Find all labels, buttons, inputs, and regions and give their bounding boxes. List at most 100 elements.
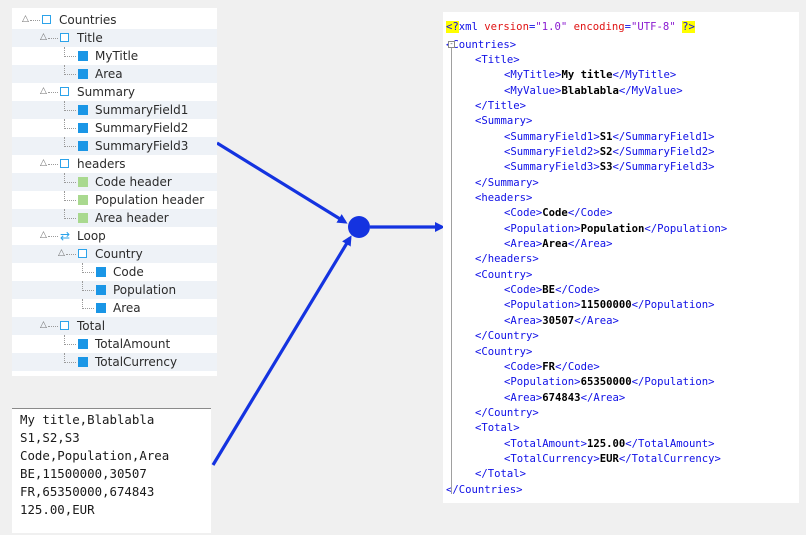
field-node-icon xyxy=(78,69,88,79)
tree-row-country[interactable]: △Country xyxy=(12,245,217,263)
tree-connector xyxy=(64,56,76,57)
xml-close-tag: Countries xyxy=(458,483,517,496)
expand-toggle-icon[interactable]: △ xyxy=(40,230,47,240)
xml-text-value: FR xyxy=(542,360,556,373)
tree-connector xyxy=(64,362,76,363)
tree-row-code[interactable]: Code xyxy=(12,263,217,281)
xml-close-tag: Code xyxy=(580,207,607,220)
tree-connector xyxy=(64,146,76,147)
group-node-icon xyxy=(42,15,51,24)
tree-node-label: Code xyxy=(113,265,144,279)
xml-text-value: 65350000 xyxy=(580,376,632,389)
tree-node-label: Population xyxy=(113,283,177,297)
tree-row-area[interactable]: Area xyxy=(12,299,217,317)
xml-close-tag: MyValue xyxy=(631,84,677,97)
xml-line: <Code>Code</Code> xyxy=(504,207,613,220)
field-node-icon xyxy=(96,267,106,277)
tree-row-loop[interactable]: △⇄Loop xyxy=(12,227,217,245)
xml-close-tag: Code xyxy=(567,284,594,297)
csv-line: FR,65350000,674843 xyxy=(20,484,155,499)
tree-row-area-header[interactable]: Area header xyxy=(12,209,217,227)
expand-toggle-icon[interactable]: △ xyxy=(40,320,47,330)
xml-line: <Area>674843</Area> xyxy=(504,391,626,404)
xml-line: <Country> xyxy=(475,345,533,358)
tree-row-headers[interactable]: △headers xyxy=(12,155,217,173)
tree-connector xyxy=(64,173,65,183)
xml-close-tag: MyTitle xyxy=(625,69,670,82)
xml-line: <SummaryField3>S3</SummaryField3> xyxy=(504,161,715,174)
tree-node-label: Summary xyxy=(77,85,135,99)
xml-line: </Total> xyxy=(475,468,527,481)
xml-close-tag: Area xyxy=(593,391,619,404)
tree-connector xyxy=(64,74,76,75)
tree-connector xyxy=(48,236,58,237)
expand-toggle-icon[interactable]: △ xyxy=(22,14,29,24)
tree-node-label: SummaryField1 xyxy=(95,103,189,117)
tree-row-population[interactable]: Population xyxy=(12,281,217,299)
arrow-tree-to-merge xyxy=(216,141,348,224)
tree-connector xyxy=(48,92,58,93)
tree-row-total[interactable]: △ Total xyxy=(12,317,217,335)
tree-row-code-header[interactable]: Code header xyxy=(12,173,217,191)
tree-node-label: TotalAmount xyxy=(95,337,171,351)
tree-connector xyxy=(82,281,83,291)
xml-close-tag: Country xyxy=(487,406,533,419)
tree-connector xyxy=(82,299,83,309)
tree-node-label: Countries xyxy=(59,13,117,27)
tree-row-summaryfield3[interactable]: SummaryField3 xyxy=(12,137,217,155)
csv-line: My title,Blablabla xyxy=(20,412,155,427)
xml-open-tag: Country xyxy=(481,345,527,358)
xml-line: <Area>Area</Area> xyxy=(504,238,613,251)
tree-connector xyxy=(64,218,76,219)
field-node-icon xyxy=(78,51,88,61)
tree-node-label: Total xyxy=(77,319,106,333)
tree-row-population-header[interactable]: Population header xyxy=(12,191,217,209)
tree-row-totalamount[interactable]: TotalAmount xyxy=(12,335,217,353)
xml-close-tag: SummaryField2 xyxy=(625,145,709,158)
xml-open-tag: MyValue xyxy=(510,84,556,97)
tree-row-title[interactable]: △Title xyxy=(12,29,217,47)
tree-row-summary[interactable]: △ Summary xyxy=(12,83,217,101)
xml-close-tag: Country xyxy=(487,330,533,343)
csv-line: Code,Population,Area xyxy=(20,448,170,463)
collapse-icon[interactable]: - xyxy=(448,40,455,48)
xml-close-tag: SummaryField3 xyxy=(625,161,709,174)
tree-connector xyxy=(64,191,65,201)
tree-connector xyxy=(64,128,76,129)
field-node-icon xyxy=(78,357,88,367)
xml-line: <Code>FR</Code> xyxy=(504,360,600,373)
tree-connector xyxy=(64,209,65,219)
tree-node-label: SummaryField2 xyxy=(95,121,189,135)
xml-line: <SummaryField1>S1</SummaryField1> xyxy=(504,130,715,143)
expand-toggle-icon[interactable]: △ xyxy=(40,158,47,168)
tree-connector xyxy=(64,182,76,183)
tree-row-summaryfield1[interactable]: SummaryField1 xyxy=(12,101,217,119)
tree-row-area[interactable]: Area xyxy=(12,65,217,83)
xml-line: <Summary> xyxy=(475,115,533,128)
tree-connector xyxy=(64,200,76,201)
xml-open-tag: MyTitle xyxy=(510,69,556,82)
expand-toggle-icon[interactable]: △ xyxy=(40,32,47,42)
xml-text-value: S1 xyxy=(599,130,613,143)
xml-text-value: My title xyxy=(561,69,613,82)
xml-close-tag: Total xyxy=(487,468,520,481)
tree-row-mytitle[interactable]: MyTitle xyxy=(12,47,217,65)
field-node-icon xyxy=(78,105,88,115)
group-node-icon xyxy=(60,321,69,330)
expand-toggle-icon[interactable]: △ xyxy=(58,248,65,258)
xml-text-value: EUR xyxy=(599,452,619,465)
tree-row-summaryfield2[interactable]: SummaryField2 xyxy=(12,119,217,137)
xml-line: </Countries> xyxy=(446,483,523,496)
field-node-icon xyxy=(96,303,106,313)
tree-row-totalcurrency[interactable]: TotalCurrency xyxy=(12,353,217,371)
xml-line: </Country> xyxy=(475,330,539,343)
expand-toggle-icon[interactable]: △ xyxy=(40,86,47,96)
xml-close-tag: Population xyxy=(644,376,709,389)
xml-close-tag: Title xyxy=(487,99,520,112)
csv-line: 125.00,EUR xyxy=(20,502,95,517)
xml-line: <TotalAmount>125.00</TotalAmount> xyxy=(504,437,715,450)
tree-row-countries[interactable]: △ Countries xyxy=(12,11,217,29)
xml-line: </Title> xyxy=(475,99,527,112)
xml-declaration: <?xml version="1.0" encoding="UTF-8" ?> xyxy=(446,21,695,33)
